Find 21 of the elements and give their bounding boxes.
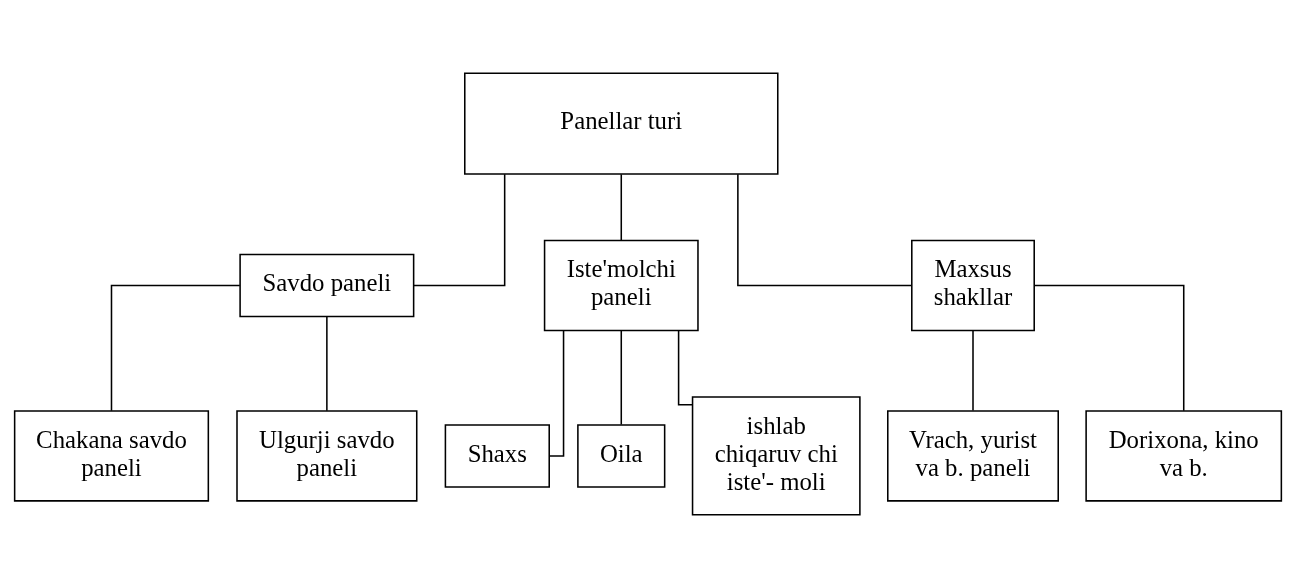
connector — [326, 315, 328, 411]
connector — [620, 329, 623, 425]
connector — [1033, 284, 1185, 411]
connector — [972, 329, 974, 411]
connector — [110, 284, 241, 411]
node-box: Panellar turi — [464, 71, 779, 175]
node-box: Vrach, yurist va b. paneli — [887, 409, 1059, 502]
node-box: Chakana savdo paneli — [13, 409, 210, 502]
node-box: Maxsus shakllar — [911, 239, 1035, 331]
node-box: Iste'molchi paneli — [543, 239, 699, 331]
connector — [620, 173, 623, 241]
connector — [412, 173, 506, 286]
node-box: Savdo paneli — [239, 253, 415, 317]
node-box: Ulgurji savdo paneli — [236, 409, 418, 502]
node-box: Oila — [577, 423, 666, 488]
node-box: ishlab chiqaruv chi iste'- moli — [691, 395, 861, 516]
connector — [677, 329, 693, 406]
connector — [548, 329, 565, 457]
node-box: Shaxs — [444, 423, 550, 488]
connector — [737, 173, 912, 286]
node-box: Dorixona, kino va b. — [1085, 409, 1283, 502]
